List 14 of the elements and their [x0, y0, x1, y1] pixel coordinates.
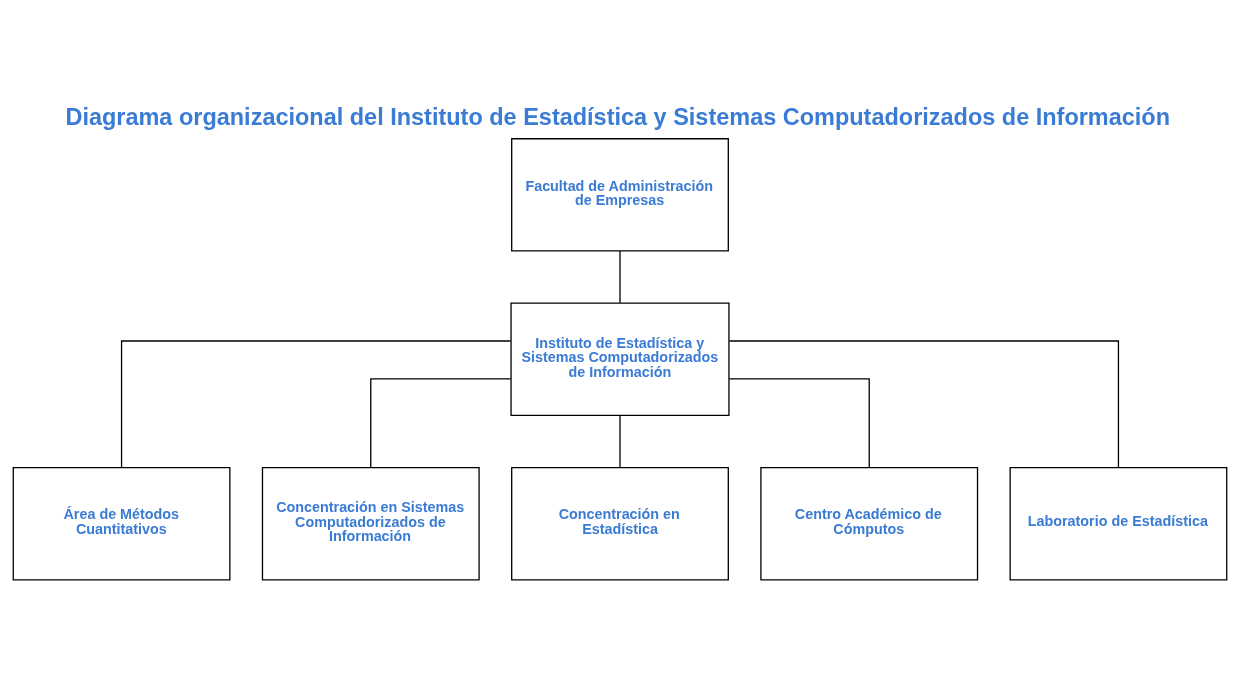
node-box: Concentración en Estadística [511, 466, 729, 580]
node-box: Concentración en Sistemas Computadorizados de Información [261, 466, 480, 580]
diagram-title: Diagrama organizacional del Instituto de Estadística y Sistemas Computadorizados de Información [65, 103, 1171, 130]
node-box: Laboratorio de Estadística [1009, 466, 1228, 580]
connector [120, 339, 512, 468]
connector [370, 377, 512, 468]
connector [728, 377, 870, 468]
node-box: Centro Académico de Cómputos [760, 466, 979, 580]
node-box: Instituto de Estadística y Sistemas Computadorizados de Información [510, 302, 730, 416]
connector [619, 249, 621, 303]
node-box: Facultad de Administración de Empresas [511, 137, 729, 252]
connector [619, 414, 621, 468]
connector [728, 339, 1120, 468]
node-box: Área de Métodos Cuantitativos [12, 466, 231, 580]
